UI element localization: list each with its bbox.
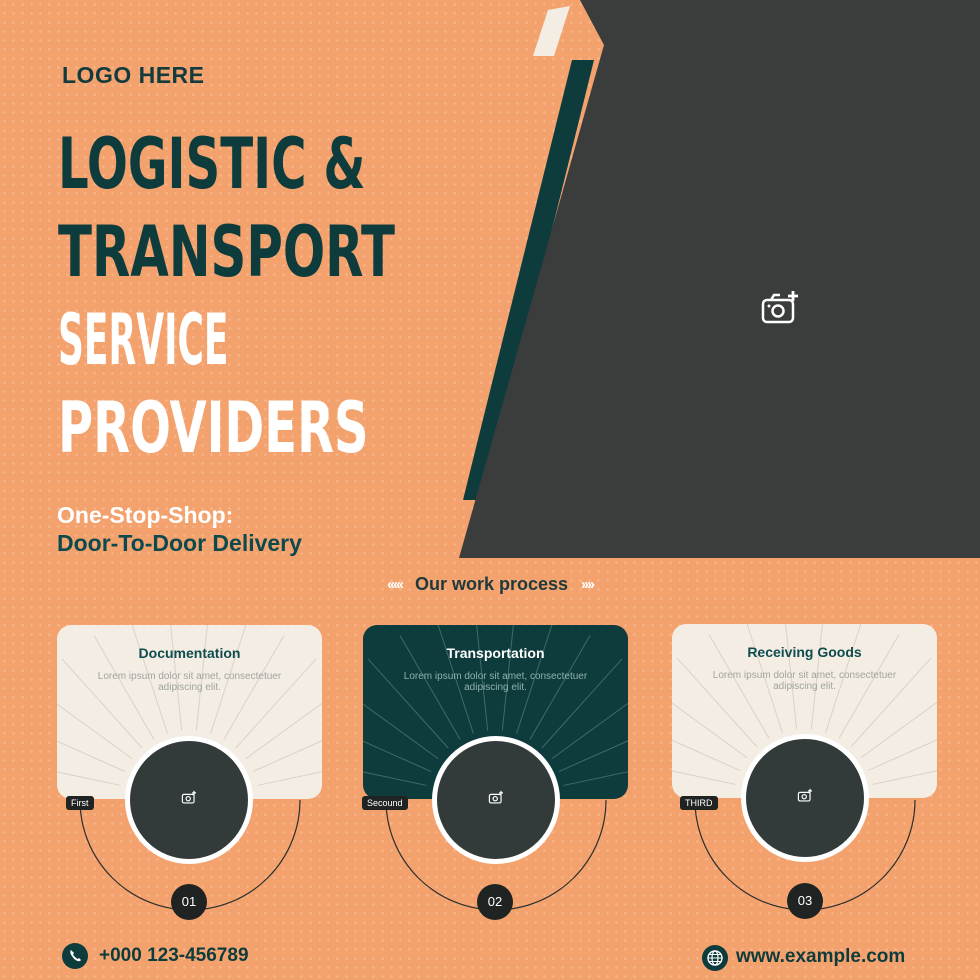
photo-placeholder: [459, 0, 980, 558]
step-photo-3[interactable]: [741, 734, 869, 862]
card-ray: [860, 701, 937, 759]
website-link[interactable]: www.example.com: [736, 946, 906, 967]
card-ray: [551, 702, 628, 760]
phone-number[interactable]: +000 123-456789: [99, 945, 249, 966]
card-ray: [61, 658, 143, 749]
card-ray: [541, 658, 623, 749]
globe-icon: [702, 945, 728, 971]
card-ray: [235, 658, 317, 749]
card-ray: [437, 625, 474, 734]
right-arrows: ››››: [581, 576, 595, 593]
logo-text: LOGO HERE: [62, 62, 205, 88]
card-ray: [558, 740, 628, 772]
card-ray: [93, 635, 155, 740]
step-label-1: First: [66, 796, 94, 810]
card-ray: [363, 771, 427, 786]
card-ray: [57, 703, 133, 760]
add-photo-icon: [488, 790, 504, 810]
add-photo-icon: [181, 790, 197, 810]
photo-accent-teal: [463, 60, 594, 500]
card-ray: [245, 702, 322, 760]
card-ray: [363, 703, 439, 760]
card-ray: [672, 702, 748, 759]
card-ray: [257, 771, 322, 786]
card-ray: [785, 624, 798, 730]
title-line-4: PROVIDERS: [58, 387, 369, 469]
card-ray: [838, 634, 900, 739]
card-ray: [867, 739, 937, 771]
card-ray: [170, 625, 183, 731]
step-desc-2: Lorem ipsum dolor sit amet, consectetuer…: [403, 671, 588, 693]
card-ray: [476, 625, 489, 731]
tagline-primary: One-Stop-Shop:: [57, 502, 234, 528]
step-title-1: Documentation: [138, 645, 241, 661]
card-ray: [367, 658, 449, 749]
step-title-2: Transportation: [446, 645, 545, 661]
card-ray: [501, 625, 514, 731]
card-ray: [850, 657, 932, 748]
page-title: LOGISTIC & TRANSPORT SERVICE PROVIDERS: [58, 120, 478, 472]
process-heading: ‹‹‹‹‹ Our work process ››››: [0, 574, 980, 595]
card-ray: [672, 770, 736, 785]
step-label-2: Secound: [362, 796, 408, 810]
card-ray: [252, 740, 322, 772]
card-rays-2: [363, 625, 628, 786]
left-arrows: ‹‹‹‹‹: [386, 576, 404, 593]
step-photo-2[interactable]: [432, 736, 560, 864]
title-line-1: LOGISTIC &: [58, 123, 366, 205]
card-ray: [516, 625, 553, 734]
card-ray: [195, 625, 208, 731]
photo-accent-cream: [533, 6, 570, 56]
card-ray: [529, 635, 591, 740]
step-label-3: THIRD: [680, 796, 718, 810]
tagline-secondary: Door-To-Door Delivery: [57, 530, 302, 556]
process-heading-text: Our work process: [414, 574, 569, 594]
step-number-1: 01: [171, 884, 207, 920]
title-line-2: TRANSPORT: [58, 211, 395, 293]
card-ray: [131, 625, 168, 734]
step-desc-3: Lorem ipsum dolor sit amet, consectetuer…: [712, 670, 897, 692]
card-ray: [57, 740, 126, 772]
step-title-3: Receiving Goods: [747, 644, 862, 660]
step-number-3: 03: [787, 883, 823, 919]
card-ray: [223, 635, 285, 740]
card-ray: [563, 771, 628, 786]
step-desc-1: Lorem ipsum dolor sit amet, consectetuer…: [97, 671, 282, 693]
card-ray: [810, 624, 823, 730]
card-ray: [57, 771, 121, 786]
add-photo-icon[interactable]: [760, 290, 800, 331]
phone-icon: [62, 943, 88, 969]
card-ray: [746, 624, 783, 733]
step-photo-1[interactable]: [125, 736, 253, 864]
card-rays-3: [672, 624, 937, 785]
card-ray: [363, 740, 432, 772]
add-photo-icon: [797, 788, 813, 808]
card-ray: [210, 625, 247, 734]
card-ray: [399, 635, 461, 740]
card-ray: [872, 770, 937, 785]
card-rays-1: [57, 625, 322, 786]
card-ray: [825, 624, 862, 733]
card-ray: [676, 657, 758, 748]
card-ray: [708, 634, 770, 739]
title-line-3: SERVICE: [58, 299, 229, 381]
step-number-2: 02: [477, 884, 513, 920]
card-ray: [672, 739, 741, 771]
